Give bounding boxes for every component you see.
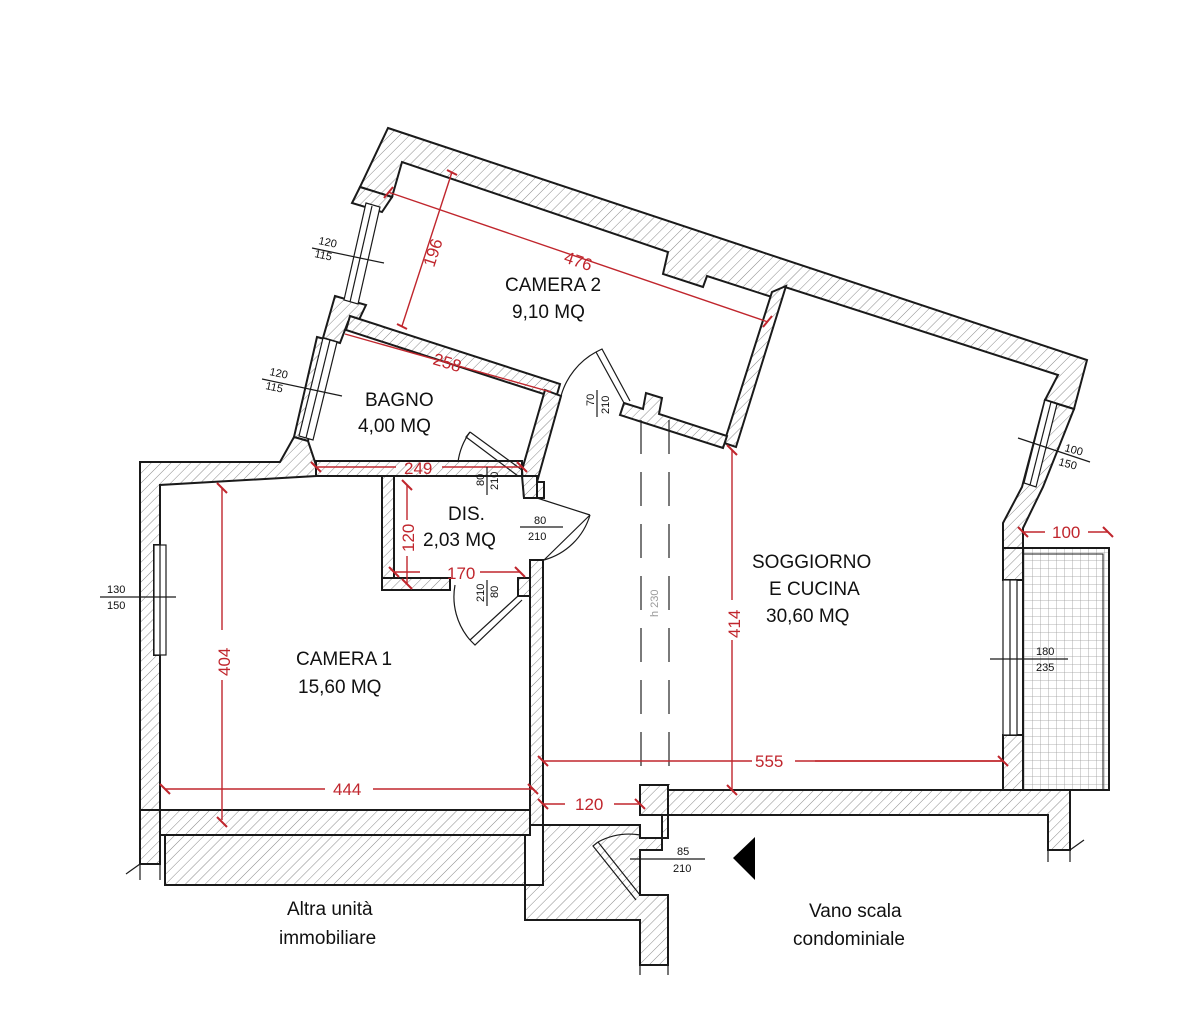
opening-labels: 120 115 120 115 130 150 100 150 180 235 … [100,235,1091,875]
camera2-window-top: 120 [317,235,337,251]
camera2-door [560,351,625,404]
dis-door-right-top: 80 [534,515,546,527]
dim-camera1-height: 404 [215,648,234,676]
ceiling-height-note: h 230 [649,589,661,617]
balcony-door-top: 180 [1036,646,1054,658]
soggiorno-window-top: 100 [1063,442,1084,458]
entry-door-top: 85 [677,846,689,858]
dim-dis-width: 170 [447,564,475,583]
wall-camera1-bottom [159,809,531,836]
windows [153,202,1058,736]
wall-camera2-left [350,185,394,214]
dim-camera2-depth: 196 [420,236,447,269]
stairwell-label-2: condominiale [793,929,905,950]
wall-entry-left [639,784,669,816]
wall-camera2-bottom [618,391,729,450]
outside-labels: Altra unità immobiliare Vano scala condo… [279,899,905,950]
room-dis-name: DIS. [448,504,485,525]
ceiling-lines: h 230 [640,420,670,785]
wall-dis-right [520,475,538,499]
bagno-door-top: 80 [475,474,487,486]
room-soggiorno-name-1: SOGGIORNO [752,552,871,573]
room-soggiorno-name-2: E CUCINA [769,579,860,600]
doors [453,348,641,901]
dim-camera2-width: 476 [562,248,595,275]
camera1-door-bottom: 210 [475,584,487,602]
bagno-door-bottom: 210 [489,472,501,490]
camera1-door [453,584,519,641]
walls [139,126,1089,966]
dim-bagno-bottom: 249 [404,459,432,478]
dim-camera1-width: 444 [333,780,361,799]
camera2-door-bottom: 210 [600,396,612,414]
dim-balcony-depth: 100 [1052,523,1080,542]
camera1-door-top: 80 [489,586,501,598]
balcony [1022,547,1110,791]
entry-door [597,833,641,896]
neighbour-label-1: Altra unità [287,899,373,920]
room-labels: CAMERA 2 9,10 MQ BAGNO 4,00 MQ DIS. 2,03… [296,275,871,698]
room-soggiorno-area: 30,60 MQ [766,606,849,627]
room-camera1-name: CAMERA 1 [296,649,392,670]
wall-left-low [139,809,161,865]
room-camera2-area: 9,10 MQ [512,302,585,323]
neighbour-label-2: immobiliare [279,928,376,949]
wall-left [139,435,320,811]
soggiorno-window-bottom: 150 [1057,456,1078,472]
bagno-window-top: 120 [268,366,288,382]
wall-soggiorno-bottom [661,789,1071,851]
dim-soggiorno-width: 555 [755,752,783,771]
bagno-window-bottom: 115 [264,380,284,395]
wall-soggiorno-right-low [1002,547,1024,581]
room-bagno-area: 4,00 MQ [358,416,431,437]
wall-dis-bottom [381,577,451,591]
dis-door-right [536,497,591,561]
dimensions: 476 196 258 249 120 170 404 [159,169,1114,828]
wall-dis-left [381,475,395,579]
wall-camera2-right [722,284,788,449]
stairwell-label-1: Vano scala [809,901,902,922]
wall-neighbour [164,834,526,886]
dis-door-right-bottom: 210 [528,531,546,543]
room-camera2-name: CAMERA 2 [505,275,601,296]
entry-door-bottom: 210 [673,863,691,875]
dim-entry-width: 120 [575,795,603,814]
camera2-door-top: 70 [585,394,597,406]
entrance-arrow-icon [733,837,755,880]
camera2-window [343,202,381,305]
extension-lines [125,839,1085,975]
camera1-window-bottom: 150 [107,600,125,612]
dim-dis-height: 120 [399,524,418,552]
wall-dis-right-low [517,577,531,597]
room-dis-area: 2,03 MQ [423,530,496,551]
dim-soggiorno-height: 414 [725,610,744,638]
balcony-door-bottom: 235 [1036,662,1054,674]
wall-camera1-right [524,559,669,966]
camera2-window-bottom: 115 [313,248,333,263]
room-camera1-area: 15,60 MQ [298,677,381,698]
room-bagno-name: BAGNO [365,390,434,411]
camera1-window-top: 130 [107,584,125,596]
